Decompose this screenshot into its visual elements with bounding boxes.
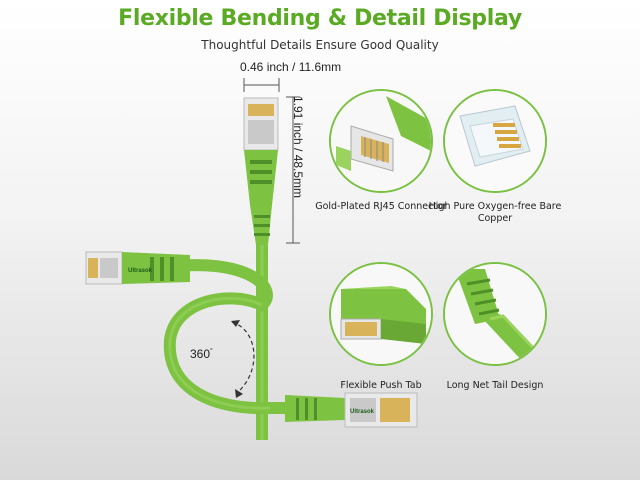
height-dimension-label: 1.91 inch / 48.5mm bbox=[291, 96, 305, 199]
net-tail-detail-image bbox=[445, 264, 545, 364]
caption-connector: Gold-Plated RJ45 Connector bbox=[315, 201, 447, 212]
detail-circle-push-tab bbox=[329, 262, 433, 366]
width-dimension-label: 0.46 inch / 11.6mm bbox=[240, 60, 342, 74]
top-rj45-plug bbox=[243, 97, 279, 245]
left-rj45-plug: Ultrasok bbox=[85, 251, 190, 285]
caption-copper: High Pure Oxygen-free Bare Copper bbox=[428, 201, 562, 224]
caption-push-tab: Flexible Push Tab bbox=[340, 380, 422, 391]
page-title: Flexible Bending & Detail Display bbox=[118, 6, 522, 31]
connector-detail-image bbox=[331, 91, 431, 191]
brand-mark-left: Ultrasok bbox=[128, 268, 153, 274]
rotation-label: 360° bbox=[190, 347, 213, 361]
cable-loop bbox=[154, 259, 306, 415]
copper-detail-image bbox=[445, 91, 545, 191]
push-tab-detail-image bbox=[331, 264, 431, 364]
rotation-degree-mark: ° bbox=[210, 348, 213, 355]
caption-net-tail: Long Net Tail Design bbox=[446, 380, 544, 391]
detail-circle-copper bbox=[443, 89, 547, 193]
detail-circle-net-tail bbox=[443, 262, 547, 366]
brand-mark-bottom: Ultrasok bbox=[350, 409, 375, 415]
width-dimension-bracket bbox=[243, 78, 280, 92]
rotation-value: 360 bbox=[190, 347, 211, 361]
detail-circle-connector bbox=[329, 89, 433, 193]
rotation-arrow bbox=[231, 321, 255, 393]
page-subtitle: Thoughtful Details Ensure Good Quality bbox=[201, 38, 439, 52]
height-dimension-bracket bbox=[286, 96, 300, 244]
bottom-rj45-plug: Ultrasok bbox=[285, 392, 418, 428]
